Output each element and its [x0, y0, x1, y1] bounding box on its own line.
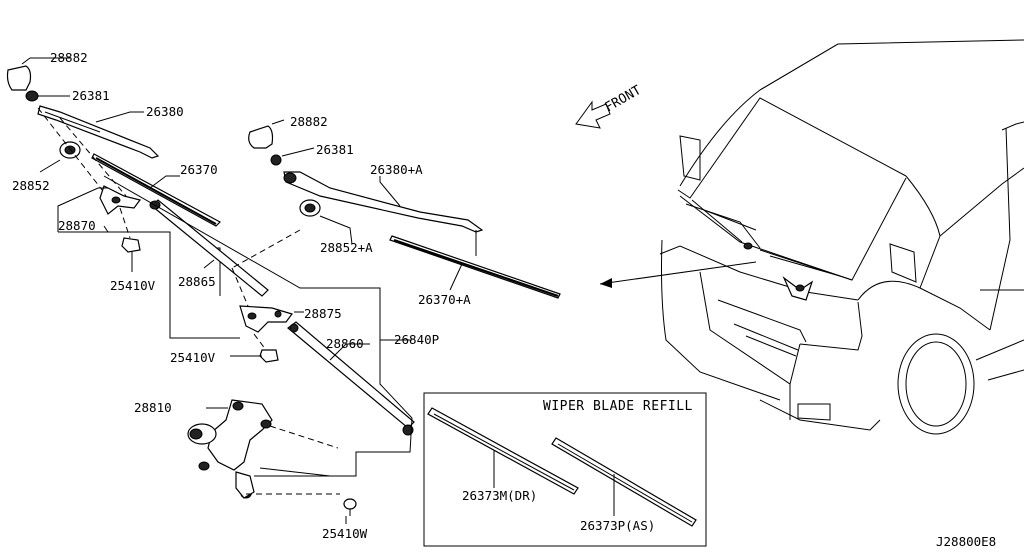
- label-26370: 26370: [180, 162, 218, 177]
- label-26840P: 26840P: [394, 332, 439, 347]
- label-28865: 28865: [178, 274, 216, 289]
- label-25410V-a: 25410V: [110, 278, 156, 293]
- label-26373M: 26373M(DR): [462, 488, 537, 503]
- left-wiper-arm-26380: [37, 105, 160, 159]
- mid-wiper-cap-28882: [248, 125, 274, 149]
- left-grommet-28852: [59, 141, 81, 159]
- bolt-25410V-b: [259, 349, 279, 363]
- refill-box-title: WIPER BLADE REFILL: [543, 399, 693, 414]
- van-illustration: [659, 39, 1024, 435]
- label-28852A: 28852+A: [320, 240, 373, 255]
- label-28852-left: 28852: [12, 178, 50, 193]
- refill-26373P: [551, 437, 697, 527]
- mid-wiper-blade-26370A: [389, 235, 561, 299]
- label-25410V-b: 25410V: [170, 350, 216, 365]
- link-rod-28865: [149, 199, 269, 297]
- link-rod-28860: [287, 321, 415, 436]
- mid-grommet-28852A: [299, 199, 321, 217]
- refill-box-frame: [423, 392, 707, 547]
- bolt-25410W: [343, 498, 357, 516]
- label-28882-left: 28882: [50, 50, 88, 65]
- label-26370A: 26370+A: [418, 292, 471, 307]
- label-26381-mid: 26381: [316, 142, 354, 157]
- label-28810: 28810: [134, 400, 172, 415]
- label-26373P: 26373P(AS): [580, 518, 655, 533]
- front-label: FRONT: [603, 83, 645, 116]
- label-28875: 28875: [304, 306, 342, 321]
- right-pivot-28875: [239, 305, 293, 333]
- label-26380A: 26380+A: [370, 162, 423, 177]
- diagram-id: J28800E8: [936, 534, 996, 549]
- label-26381-left: 26381: [72, 88, 110, 103]
- mid-nut-26381: [270, 154, 282, 166]
- label-28870: 28870: [58, 218, 96, 233]
- left-wiper-cap-28882: [6, 65, 32, 91]
- mid-wiper-arm-26380A: [283, 171, 484, 233]
- label-28860: 28860: [326, 336, 364, 351]
- left-nut-26381: [25, 90, 39, 102]
- front-direction-arrow: [575, 100, 611, 129]
- label-28882-mid: 28882: [290, 114, 328, 129]
- left-pivot-28870: [99, 185, 142, 215]
- label-25410W: 25410W: [322, 526, 368, 541]
- refill-26373M: [427, 407, 579, 495]
- wiper-motor-28810: [187, 399, 273, 499]
- bolt-25410V-a: [121, 237, 141, 253]
- label-26380: 26380: [146, 104, 184, 119]
